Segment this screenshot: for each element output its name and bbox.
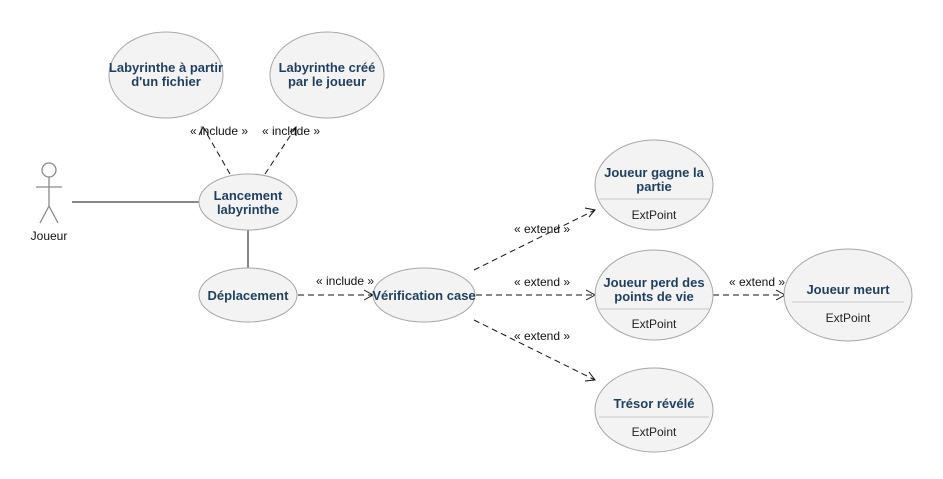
usecase-labyrinthe-fichier[interactable]: Labyrinthe à partir d'un fichier — [108, 31, 224, 119]
usecase-labyrinthe-fichier-line2: d'un fichier — [131, 74, 201, 89]
usecase-meurt-label: Joueur meurt — [806, 282, 890, 297]
usecase-lancement-line2: labyrinthe — [217, 202, 279, 217]
usecase-joueur-perd[interactable]: Joueur perd des points de vie ExtPoint — [594, 249, 714, 341]
usecase-verification-label: Vérification case — [372, 288, 475, 303]
extend-label-tresor: « extend » — [514, 329, 570, 343]
usecase-verification-case[interactable]: Vérification case — [372, 267, 476, 323]
usecase-perd-extpoint: ExtPoint — [632, 317, 677, 331]
usecase-deplacement[interactable]: Déplacement — [198, 267, 298, 323]
usecase-tresor-revele[interactable]: Trésor révélé ExtPoint — [594, 367, 714, 453]
usecase-lancement-line1: Lancement — [214, 188, 283, 203]
relation-extend-gagne: « extend » — [473, 207, 596, 271]
usecase-joueur-gagne[interactable]: Joueur gagne la partie ExtPoint — [594, 139, 714, 231]
extend-label-gagne: « extend » — [514, 222, 570, 236]
include-label-joueur: « include » — [262, 124, 320, 138]
relation-include-verification: « include » — [298, 274, 374, 301]
extend-label-meurt: « extend » — [729, 275, 785, 289]
usecase-deplacement-label: Déplacement — [208, 288, 290, 303]
actor-head — [41, 162, 57, 178]
usecase-tresor-extpoint: ExtPoint — [632, 425, 677, 439]
usecase-labyrinthe-joueur[interactable]: Labyrinthe créé par le joueur — [269, 31, 385, 119]
actor-right-leg — [48, 205, 59, 224]
usecase-gagne-line2: partie — [636, 179, 671, 194]
extend-label-perd: « extend » — [514, 275, 570, 289]
usecase-tresor-label: Trésor révélé — [614, 396, 695, 411]
relation-include-joueur: « include » — [262, 124, 320, 175]
relation-extend-tresor: « extend » — [473, 319, 596, 382]
actor-left-leg — [39, 205, 50, 224]
include-label-verification: « include » — [316, 274, 374, 288]
relation-include-fichier: « include » — [190, 124, 248, 175]
actor-label: Joueur — [31, 229, 68, 243]
usecase-labyrinthe-joueur-line1: Labyrinthe créé — [279, 60, 376, 75]
usecase-perd-line1: Joueur perd des — [603, 275, 704, 290]
usecase-lancement-labyrinthe[interactable]: Lancement labyrinthe — [198, 173, 298, 231]
usecase-meurt-extpoint: ExtPoint — [826, 311, 871, 325]
usecase-joueur-meurt[interactable]: Joueur meurt ExtPoint — [783, 248, 913, 342]
usecase-perd-line2: points de vie — [614, 289, 693, 304]
relation-extend-perd: « extend » — [476, 275, 597, 301]
relation-extend-meurt: « extend » — [713, 275, 787, 301]
usecase-labyrinthe-joueur-line2: par le joueur — [288, 74, 366, 89]
usecase-labyrinthe-fichier-line1: Labyrinthe à partir — [109, 60, 223, 75]
usecase-gagne-extpoint: ExtPoint — [632, 208, 677, 222]
include-label-fichier: « include » — [190, 124, 248, 138]
actor-joueur[interactable]: Joueur — [31, 162, 68, 243]
usecase-gagne-line1: Joueur gagne la — [604, 165, 704, 180]
